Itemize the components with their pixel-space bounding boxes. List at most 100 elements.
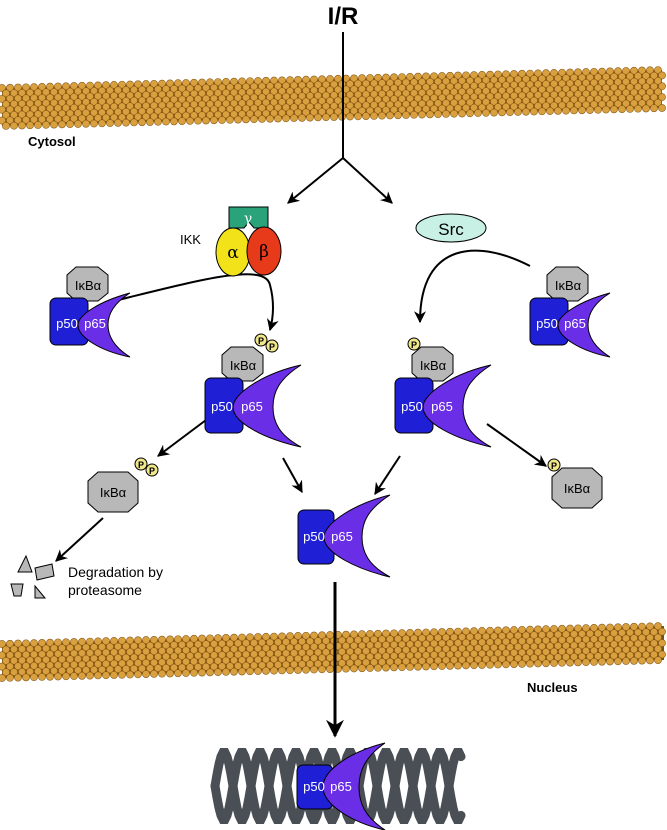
lipid-head [462, 661, 470, 670]
lipid-head [194, 640, 202, 649]
lipid-head [494, 649, 502, 658]
lipid-head [118, 113, 126, 122]
lipid-head [246, 109, 254, 118]
lipid-head [250, 82, 258, 91]
lipid-head [2, 121, 10, 130]
lipid-head [186, 95, 194, 104]
lipid-head [530, 75, 538, 83]
lipid-head [358, 641, 366, 650]
lipid-head [6, 639, 14, 648]
lipid-head [502, 649, 510, 657]
lipid-head [274, 114, 282, 123]
lipid-head [646, 77, 654, 86]
lipid-head [106, 654, 114, 662]
degradation-label-line2: proteasome [68, 582, 142, 598]
lipid-head [334, 74, 342, 83]
lipid-head [378, 90, 386, 98]
lipid-head [426, 656, 434, 665]
lipid-head [214, 634, 222, 643]
lipid-head [594, 640, 602, 649]
lipid-head [446, 93, 454, 102]
lipid-head [266, 82, 274, 91]
fragment-trapezoid [10, 583, 24, 597]
lipid-head [286, 76, 294, 85]
lipid-head [418, 78, 426, 86]
lipid-head [106, 119, 114, 127]
lipid-head [142, 80, 150, 88]
lipid-head [138, 96, 146, 105]
lipid-head [574, 79, 582, 88]
lipid-head [34, 110, 42, 119]
lipid-head [110, 671, 118, 679]
lipid-head [342, 642, 350, 650]
lipid-head [126, 636, 134, 645]
lipid-head [306, 637, 314, 646]
lipid-head [326, 665, 334, 673]
lipid-head [126, 102, 134, 111]
lipid-head [578, 73, 586, 82]
lipid-head [526, 637, 534, 645]
lipid-head [126, 647, 134, 656]
lipid-head [310, 75, 318, 84]
lipid-head [474, 87, 482, 96]
lipid-head [562, 641, 570, 650]
lipid-head [54, 649, 62, 658]
lipid-head [274, 103, 282, 112]
lipid-head [26, 121, 34, 130]
lipid-head [14, 94, 22, 103]
lipid-head [142, 91, 150, 99]
lipid-head [538, 74, 546, 83]
lipid-head [366, 641, 374, 650]
lipid-head [598, 623, 606, 632]
lipid-head [138, 653, 146, 662]
lipid-head [46, 115, 54, 124]
dimer-release-arrow-left [282, 457, 303, 494]
lipid-head [30, 673, 38, 682]
lipid-head [150, 669, 158, 678]
lipid-head [626, 628, 634, 637]
lipid-head [190, 634, 198, 643]
lipid-head [570, 641, 578, 650]
lipid-head [2, 111, 10, 119]
lipid-head [594, 652, 602, 661]
lipid-head [274, 660, 282, 669]
lipid-head [522, 631, 530, 640]
lipid-head [338, 636, 346, 645]
lipid-head [542, 69, 550, 78]
lipid-head [98, 86, 106, 95]
lipid-head [554, 85, 562, 94]
lipid-head [262, 666, 270, 675]
lipid-head [650, 628, 658, 636]
lipid-head [318, 107, 326, 116]
lipid-head [2, 645, 10, 654]
lipid-head [398, 94, 406, 103]
lipid-head [122, 86, 130, 94]
lipid-head [198, 668, 206, 677]
lipid-head [366, 95, 374, 104]
lipid-head [406, 651, 414, 660]
lipid-head [330, 113, 338, 121]
lipid-head [354, 647, 362, 656]
lipid-head [546, 630, 554, 639]
lipid-head [222, 656, 230, 665]
p65-shape [323, 494, 391, 578]
dimer-release-arrow-right [374, 455, 401, 496]
lipid-head [598, 78, 606, 87]
lipid-head [366, 630, 374, 638]
lipid-head [14, 662, 22, 671]
lipid-head [310, 97, 318, 106]
lipid-head [558, 68, 566, 77]
lipid-head [386, 100, 394, 109]
lipid-head [198, 645, 206, 654]
lipid-head [18, 88, 26, 97]
lipid-head [18, 667, 26, 676]
lipid-head [490, 643, 498, 652]
lipid-head [642, 71, 650, 80]
fragment-rect [34, 563, 55, 581]
lipid-head [650, 639, 658, 648]
lipid-head [586, 73, 594, 82]
lipid-head [574, 658, 582, 667]
lipid-head [366, 652, 374, 661]
lipid-head [94, 114, 102, 122]
lipid-head [646, 66, 654, 75]
